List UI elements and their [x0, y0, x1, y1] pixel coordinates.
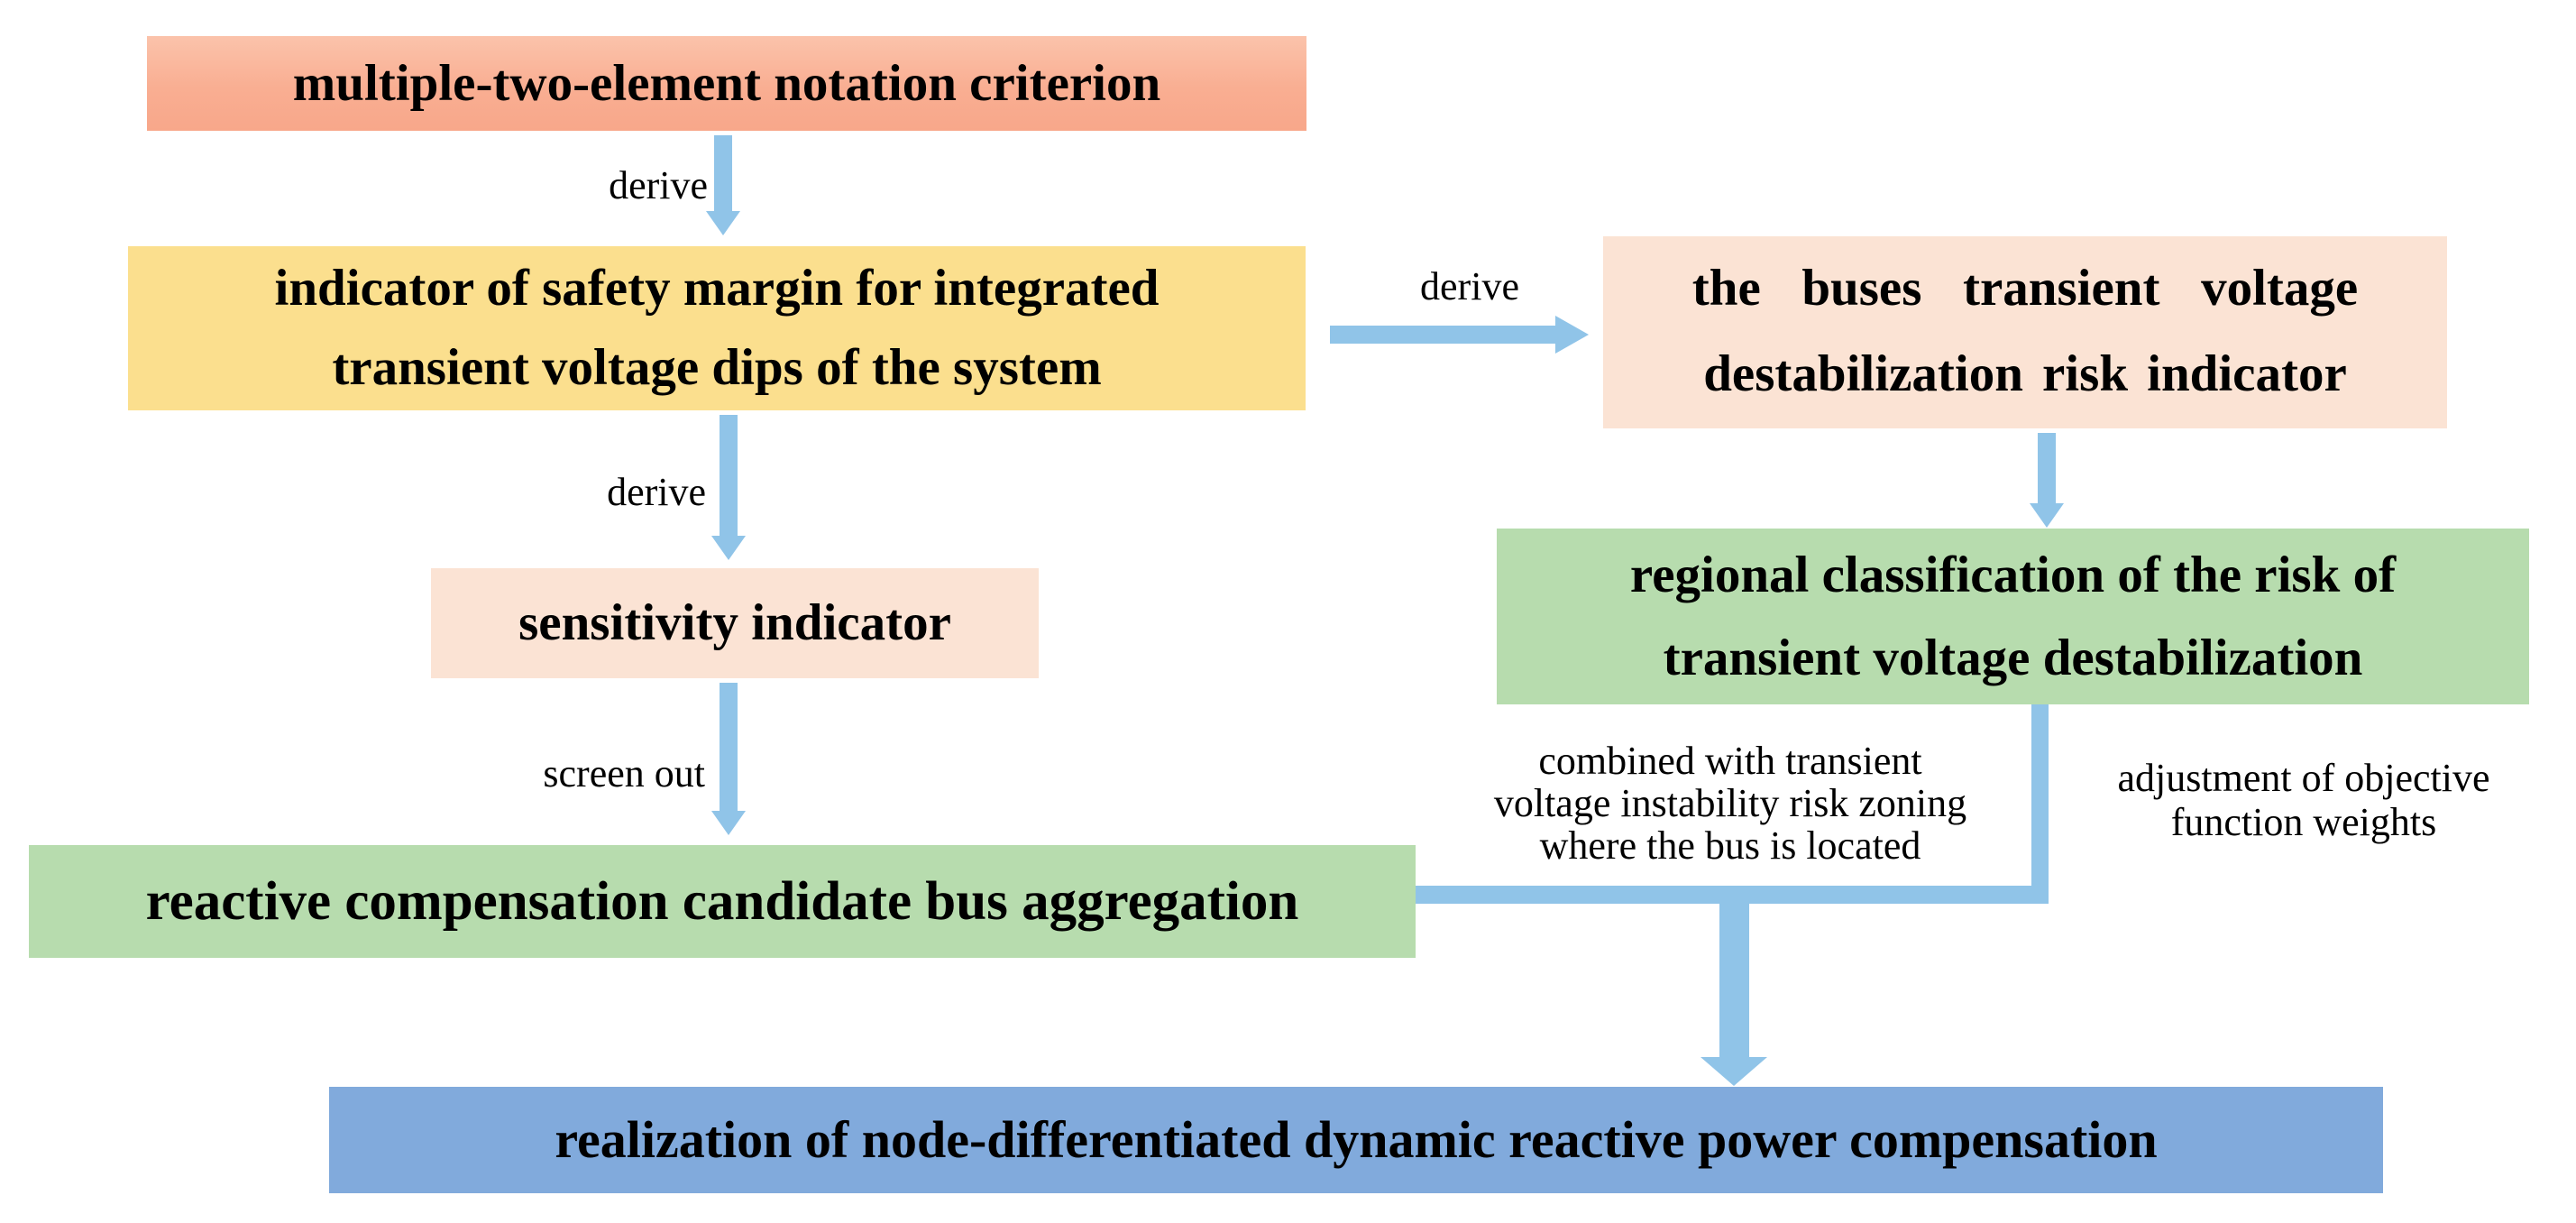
- box-sensitivity-text: sensitivity indicator: [518, 594, 951, 651]
- arrow-sensitivity-to-candidate-bus: [720, 683, 738, 811]
- label-screen-out: screen out: [543, 751, 705, 795]
- arrowhead-safety-margin-to-sensitivity: [711, 536, 746, 560]
- arrowhead-safety-margin-to-risk-indicator: [1555, 316, 1589, 354]
- arrow-safety-margin-to-sensitivity: [720, 415, 738, 536]
- label-combined-line1: combined with transient: [1538, 739, 1922, 783]
- label-combined-with: combined with transient voltage instabil…: [1432, 740, 2029, 867]
- label-combined-line3: where the bus is located: [1539, 823, 1921, 868]
- connector-horizontal-bar: [1416, 886, 2049, 904]
- connector-regional-riser: [2031, 704, 2049, 904]
- arrow-risk-indicator-to-regional: [2038, 433, 2056, 503]
- box-risk-indicator: the buses transient voltage destabilizat…: [1603, 236, 2447, 428]
- label-adjustment: adjustment of objective function weights: [2063, 756, 2544, 844]
- box-realization-text: realization of node-differentiated dynam…: [555, 1110, 2158, 1169]
- box-sensitivity: sensitivity indicator: [431, 568, 1039, 678]
- box-criterion: multiple-two-element notation criterion: [147, 36, 1306, 131]
- box-safety-margin-line1: indicator of safety margin for integrate…: [274, 260, 1160, 317]
- label-derive-1: derive: [609, 163, 708, 207]
- box-safety-margin-line2: transient voltage dips of the system: [332, 339, 1102, 396]
- label-combined-line2: voltage instability risk zoning: [1493, 781, 1967, 825]
- label-adjustment-line1: adjustment of objective: [2117, 756, 2490, 800]
- arrowhead-criterion-to-safety-margin: [706, 211, 740, 235]
- box-regional-line2: transient voltage destabilization: [1663, 630, 2363, 686]
- label-derive-2: derive: [1420, 264, 1519, 308]
- box-candidate-bus: reactive compensation candidate bus aggr…: [29, 845, 1416, 958]
- box-criterion-text: multiple-two-element notation criterion: [292, 55, 1161, 112]
- label-adjustment-line2: function weights: [2170, 800, 2437, 844]
- arrow-safety-margin-to-risk-indicator: [1330, 326, 1555, 344]
- box-candidate-bus-text: reactive compensation candidate bus aggr…: [145, 871, 1299, 932]
- arrowhead-main-to-realization: [1701, 1057, 1767, 1086]
- arrowhead-risk-indicator-to-regional: [2030, 503, 2064, 528]
- label-derive-3: derive: [607, 470, 706, 514]
- arrowhead-sensitivity-to-candidate-bus: [711, 811, 746, 835]
- box-realization: realization of node-differentiated dynam…: [329, 1087, 2383, 1193]
- arrow-main-to-realization: [1719, 904, 1749, 1057]
- box-regional-classification: regional classification of the risk of t…: [1497, 529, 2529, 704]
- box-risk-indicator-line1: the buses transient voltage: [1691, 260, 2359, 317]
- box-regional-line1: regional classification of the risk of: [1629, 547, 2397, 603]
- box-risk-indicator-line2: destabilization risk indicator: [1703, 345, 2347, 402]
- arrow-criterion-to-safety-margin: [714, 135, 732, 211]
- box-safety-margin: indicator of safety margin for integrate…: [128, 246, 1306, 410]
